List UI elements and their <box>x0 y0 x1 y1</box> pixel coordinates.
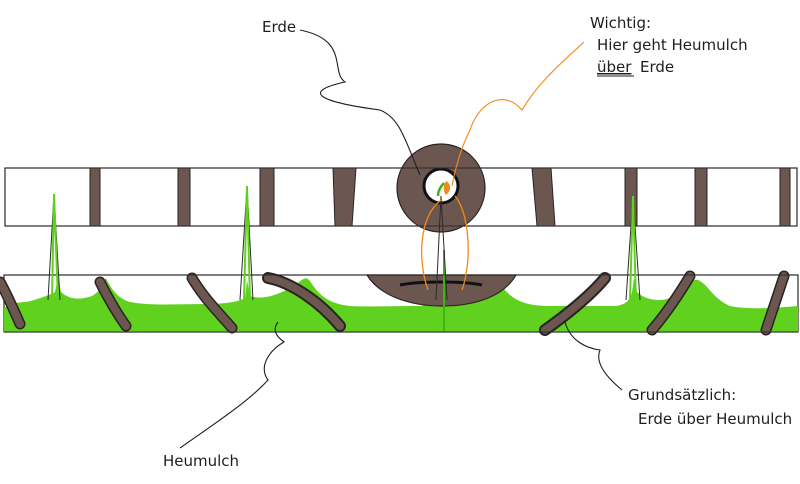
mulch-spike <box>243 185 251 301</box>
wichtig-note: Wichtig: Hier geht Heumulch über Erde <box>590 14 748 77</box>
wichtig-line2-erde: Erde <box>640 58 674 76</box>
wichtig-leader-line <box>451 41 585 187</box>
soil-slice <box>177 167 191 227</box>
soil-slice <box>89 167 101 227</box>
soil-layer <box>96 278 130 330</box>
wichtig-line1: Hier geht Heumulch <box>597 36 748 54</box>
grund-note: Grundsätzlich: Erde über Heumulch <box>628 386 792 428</box>
mulch-spike <box>629 195 637 301</box>
soil-mound-top-edge <box>399 280 483 287</box>
accent-loop <box>421 195 469 291</box>
mulch-sprout <box>436 182 445 197</box>
soil-layer <box>541 274 609 334</box>
grund-line1: Grundsätzlich: <box>628 386 736 404</box>
lower-bed-strip <box>0 250 799 336</box>
accent-marker <box>443 181 451 195</box>
erde-leader-line <box>299 29 421 176</box>
soil-layer <box>264 274 344 330</box>
wichtig-title: Wichtig: <box>590 14 651 32</box>
mulch-spike <box>435 195 448 301</box>
mulch-spikes <box>47 185 641 301</box>
soil-slice <box>694 167 708 227</box>
grund-line2: Erde über Heumulch <box>638 410 792 428</box>
lower-soil-layers <box>0 270 790 336</box>
soil-layer <box>188 274 236 332</box>
soil-slice <box>259 167 275 227</box>
wichtig-line2-ueber: über <box>597 58 632 76</box>
soil-slice <box>332 167 357 227</box>
heumulch-leader-line <box>179 321 285 449</box>
grund-leader-line <box>564 321 623 391</box>
heumulch-label: Heumulch <box>163 452 239 470</box>
soil-layer <box>0 278 24 328</box>
erde-label: Erde <box>262 18 296 36</box>
upper-bed-strip <box>4 143 798 233</box>
soil-layer <box>648 272 694 334</box>
soil-slice <box>624 167 638 227</box>
soil-slice <box>779 167 791 227</box>
mulch-layer <box>4 272 798 332</box>
mulch-spike <box>51 193 59 301</box>
soil-layer <box>762 272 788 334</box>
